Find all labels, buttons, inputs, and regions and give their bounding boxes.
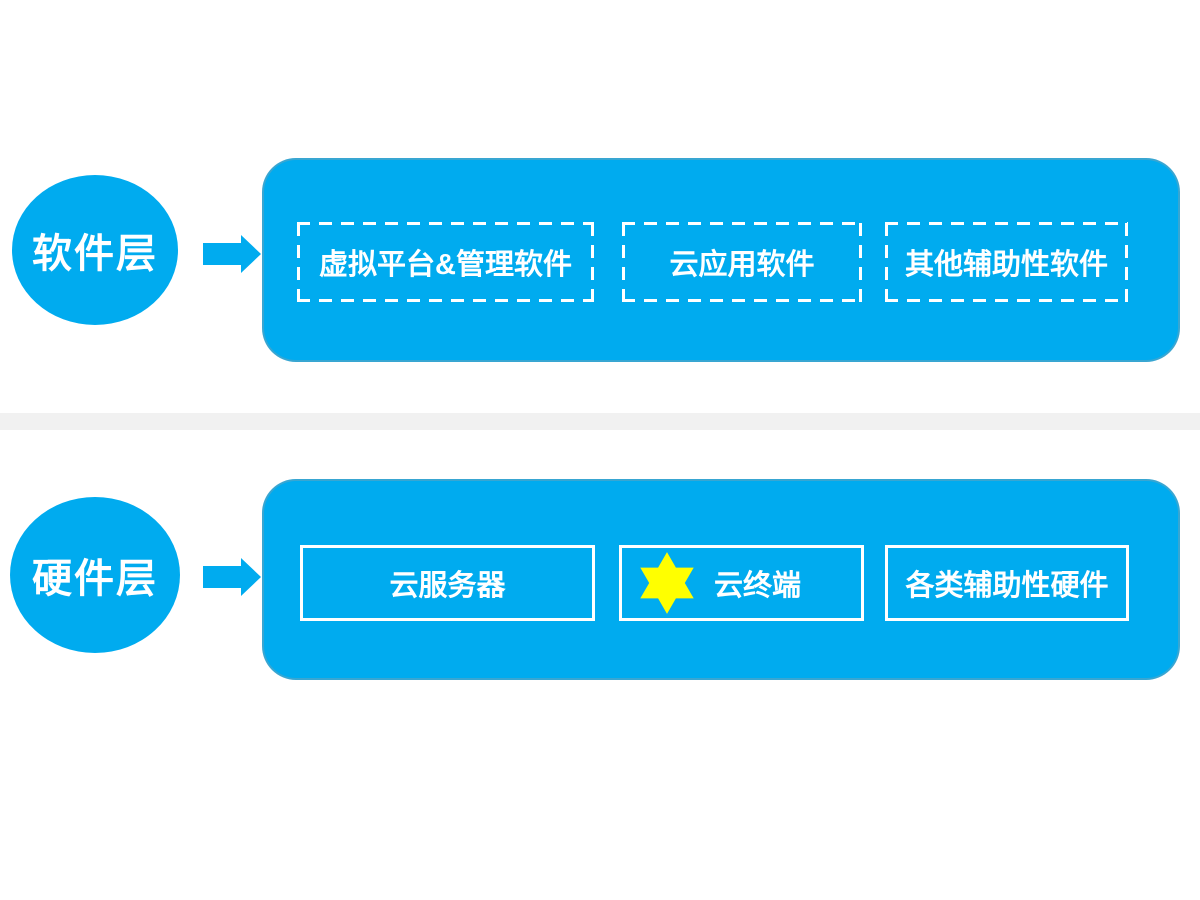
software-item-label: 虚拟平台&管理软件 bbox=[319, 249, 572, 281]
hardware-item-cloud-terminal: 云终端 bbox=[619, 545, 864, 621]
hardware-item-aux-hardware: 各类辅助性硬件 bbox=[885, 545, 1129, 621]
software-item-label: 其他辅助性软件 bbox=[904, 249, 1108, 281]
hardware-layer-label: 硬件层 bbox=[32, 557, 158, 601]
hardware-item-label: 云终端 bbox=[714, 570, 802, 602]
hardware-panel: 云服务器 云终端 各类辅助性硬件 bbox=[262, 479, 1180, 680]
software-panel: 虚拟平台&管理软件 云应用软件 其他辅助性软件 bbox=[262, 158, 1180, 362]
software-layer-circle: 软件层 bbox=[12, 175, 178, 325]
software-item-cloud-app: 云应用软件 bbox=[622, 222, 862, 302]
right-arrow-icon bbox=[203, 558, 261, 596]
software-layer-label: 软件层 bbox=[32, 232, 158, 276]
software-item-virtual-platform: 虚拟平台&管理软件 bbox=[297, 222, 594, 302]
hardware-item-cloud-server: 云服务器 bbox=[300, 545, 595, 621]
hardware-item-label: 各类辅助性硬件 bbox=[905, 570, 1109, 602]
software-item-label: 云应用软件 bbox=[669, 249, 815, 281]
six-pointed-star-icon bbox=[640, 551, 694, 615]
hardware-layer-circle: 硬件层 bbox=[10, 497, 180, 653]
section-divider bbox=[0, 413, 1200, 430]
hardware-item-label: 云服务器 bbox=[389, 570, 506, 602]
software-item-other-aux: 其他辅助性软件 bbox=[885, 222, 1128, 302]
right-arrow-icon bbox=[203, 235, 261, 273]
